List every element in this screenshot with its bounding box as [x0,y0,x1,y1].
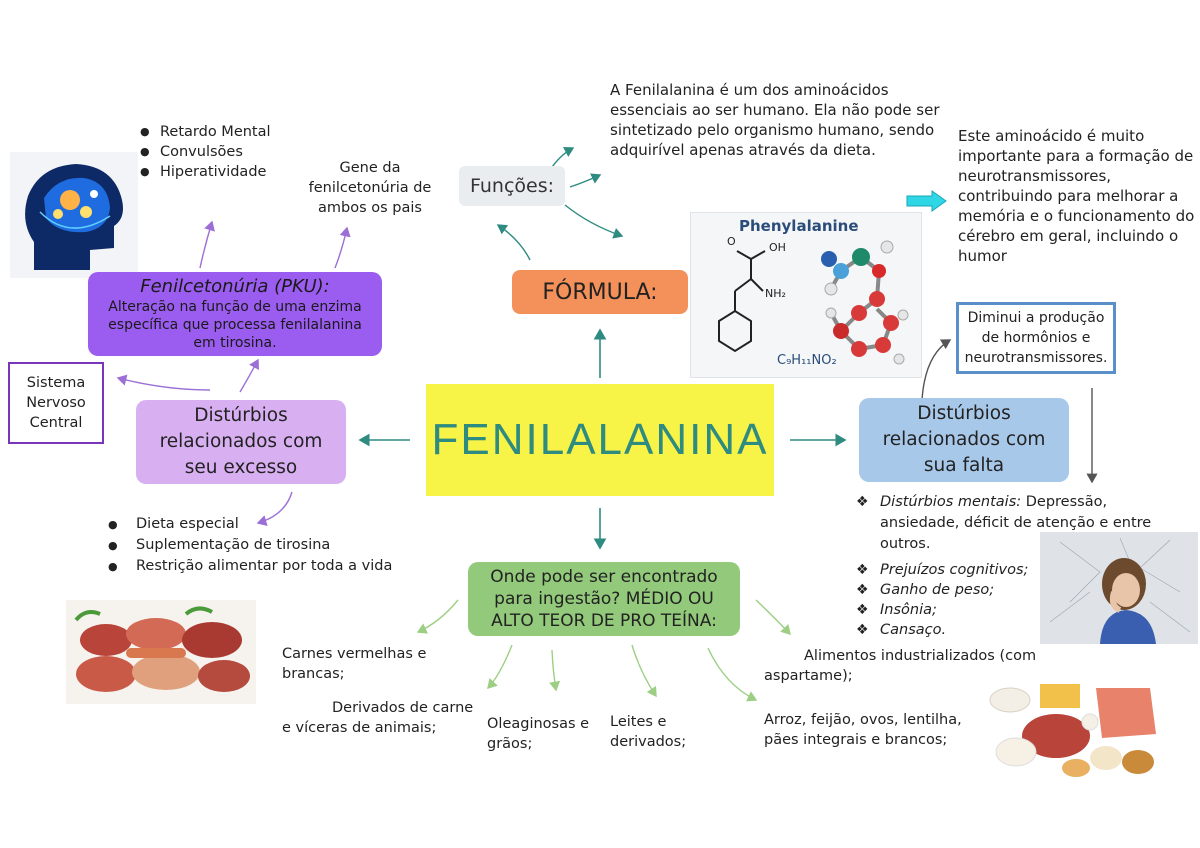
formula-label: FÓRMULA: [542,279,658,305]
deficiency-item: Insônia; [852,600,1042,620]
molecule-nh2-label: NH₂ [765,287,786,300]
pku-title: Fenilcetonúria (PKU): [140,276,330,297]
treatment-item: Dieta especial [108,514,408,535]
snc-box: Sistema Nervoso Central [8,362,104,444]
sources-box: Onde pode ser encontrado para ingestão? … [468,562,740,636]
deficiency-item: Prejuízos cognitivos; [852,560,1042,580]
deficiency-list: Prejuízos cognitivos; Ganho de peso; Ins… [852,560,1042,640]
molecule-oh-label: OH [769,241,786,254]
formula-box: FÓRMULA: [512,270,688,314]
source-item-2: Derivados de carne e víceras de animais; [282,700,474,736]
brain-image [10,152,138,278]
deficiency-mental: Distúrbios mentais: Depressão, ansiedade… [852,492,1152,555]
functions-text-2: Este aminoácido é muito importante para … [958,127,1195,265]
mental-rest: Depressão, ansiedade, déficit de atenção… [880,494,1152,552]
source-item-3: Oleaginosas e grãos; [487,716,590,752]
treatment-list: Dieta especial Suplementação de tirosina… [108,514,408,577]
symptom-item: Convulsões [140,142,320,162]
pku-box: Fenilcetonúria (PKU): Alteração na funçã… [88,272,382,356]
treatment-item: Restrição alimentar por toda a vida [108,556,408,577]
molecule-drawing [718,240,909,365]
deficiency-item: Cansaço. [852,620,1042,640]
excess-label: Distúrbios relacionados com seu excesso [159,405,323,478]
molecule-image: Phenylalanine O OH [690,212,922,378]
deficiency-item: Ganho de peso; [852,580,1042,600]
functions-label: Funções: [469,175,555,197]
foods-image [986,678,1162,780]
symptom-item: Retardo Mental [140,122,320,142]
treatment-item: Suplementação de tirosina [108,535,408,556]
functions-box: Funções: [459,166,565,206]
source-item-1: Carnes vermelhas e brancas; [282,646,427,682]
center-title: FENILALANINA [431,415,769,464]
source-item-5: Arroz, feijão, ovos, lentilha, pães inte… [764,712,962,748]
meat-image [66,600,256,704]
sources-label: Onde pode ser encontrado para ingestão? … [490,567,718,631]
deficiency-box: Distúrbios relacionados com sua falta [859,398,1069,482]
reduces-text: Diminui a produção de hormônios e neurot… [964,310,1108,366]
molecule-formula-text: C₉H₁₁NO₂ [777,353,837,368]
deficiency-label: Distúrbios relacionados com sua falta [882,403,1046,476]
reduces-box: Diminui a produção de hormônios e neurot… [956,302,1116,374]
center-node: FENILALANINA [426,384,774,496]
symptoms-list: Retardo Mental Convulsões Hiperatividade [140,122,320,182]
molecule-title: Phenylalanine [739,217,859,235]
symptom-item: Hiperatividade [140,162,320,182]
snc-text: Sistema Nervoso Central [26,375,86,431]
source-item-4: Leites e derivados; [610,714,687,750]
cyan-arrow-icon [906,190,947,212]
source-item-6: Alimentos industrializados (com aspartam… [764,648,1037,684]
mental-prefix: Distúrbios mentais: [880,494,1022,510]
pku-description: Alteração na função de uma enzima especí… [108,299,362,351]
molecule-o-label: O [727,235,736,248]
excess-box: Distúrbios relacionados com seu excesso [136,400,346,484]
gene-text: Gene da fenilcetonúria de ambos os pais [308,160,432,216]
functions-text-1: A Fenilalanina é um dos aminoácidos esse… [610,81,940,159]
stressed-person-image [1040,532,1198,644]
